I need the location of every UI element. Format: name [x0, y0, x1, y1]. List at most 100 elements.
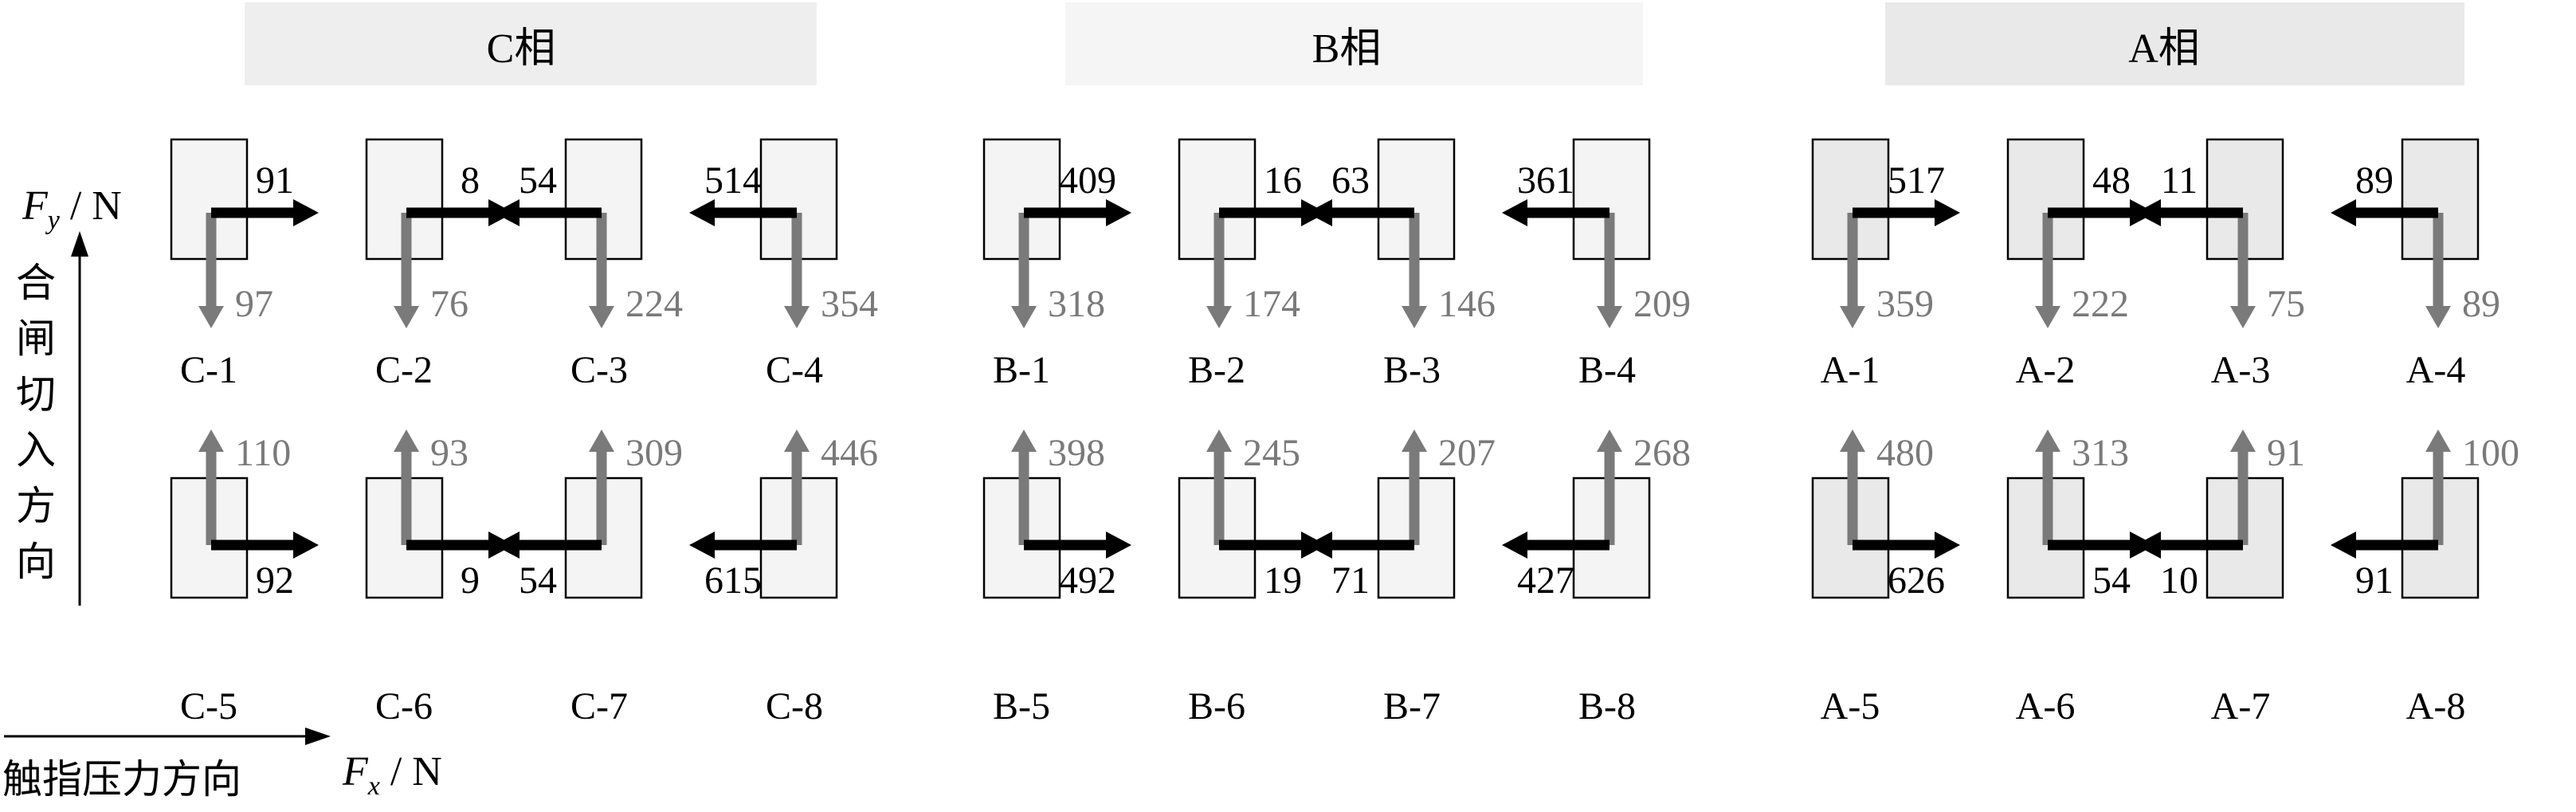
vertical-caption-char: 合: [16, 261, 56, 305]
horizontal-caption: 触指压力方向: [2, 757, 241, 802]
phase-band-b: [1065, 2, 1643, 85]
phase-band-a: [1885, 2, 2464, 85]
fy-arrow-head: [2035, 306, 2060, 328]
fy-value-label: 91: [2267, 432, 2305, 474]
fx-arrow-head: [494, 532, 520, 559]
fx-value-label: 54: [2092, 559, 2131, 602]
fy-value-label: 480: [1876, 432, 1934, 474]
fy-arrow-head: [198, 430, 224, 452]
contact-id-label: C-4: [766, 349, 823, 391]
fy-arrow-head: [2425, 430, 2451, 452]
fx-arrow-head: [2331, 199, 2356, 226]
contact-id-label: C-1: [180, 349, 237, 391]
contacts-layer: 9197C-1876C-254224C-3514354C-4409318B-11…: [170, 138, 2519, 728]
fx-value-label: 9: [461, 559, 480, 602]
fx-arrow-head: [689, 532, 715, 559]
contact-id-label: B-4: [1578, 349, 1636, 391]
fx-arrow-head: [2331, 532, 2356, 559]
fx-arrow-head: [1502, 532, 1527, 559]
fy-value-label: 268: [1633, 432, 1691, 474]
fy-arrow-head: [394, 306, 419, 328]
fy-arrow-head: [2230, 430, 2256, 452]
fx-arrow-head: [293, 532, 319, 559]
contact-id-label: C-7: [570, 685, 628, 728]
fy-value-label: 209: [1633, 283, 1691, 325]
fx-arrow-head: [689, 199, 715, 226]
vertical-caption-char: 切: [16, 372, 56, 417]
fx-value-label: 71: [1331, 559, 1370, 602]
fx-value-label: 48: [2092, 159, 2131, 202]
contact-id-label: B-7: [1383, 685, 1441, 728]
fx-arrow-head: [1307, 199, 1332, 226]
phase-headers: C相 B相 A相: [245, 2, 2464, 85]
contact-id-label: A-5: [1821, 685, 1880, 728]
contact-id-label: B-3: [1383, 349, 1441, 391]
fy-value-label: 354: [821, 283, 878, 325]
fx-value-label: 91: [2355, 559, 2394, 602]
vertical-caption: 合 闸 切 入 方 向: [16, 261, 56, 584]
fx-value-label: 54: [519, 159, 557, 202]
fy-value-label: 207: [1438, 432, 1496, 474]
fx-arrow-head: [494, 199, 520, 226]
fx-axis-arrowhead: [305, 728, 331, 745]
fx-value-label: 361: [1517, 159, 1574, 202]
fx-value-label: 54: [519, 559, 557, 602]
fy-value-label: 359: [1876, 283, 1934, 325]
fx-value-label: 427: [1517, 559, 1574, 602]
fy-value-label: 76: [430, 283, 469, 325]
fx-value-label: 514: [704, 159, 762, 202]
fy-arrow-head: [2425, 306, 2451, 328]
fy-arrow-head: [1206, 306, 1232, 328]
fy-value-label: 245: [1243, 432, 1300, 474]
fy-arrow-head: [2035, 430, 2060, 452]
contact-id-label: B-8: [1578, 685, 1636, 728]
fx-value-label: 63: [1331, 159, 1370, 202]
fx-arrow-head: [2135, 199, 2161, 226]
contact-id-label: A-8: [2406, 685, 2466, 728]
fy-value-label: 110: [235, 432, 291, 474]
contact-id-label: A-1: [1821, 349, 1880, 391]
fx-axis-label: Fx / N: [342, 749, 442, 801]
fx-value-label: 10: [2160, 559, 2198, 602]
contact-id-label: B-1: [993, 349, 1050, 391]
contact-id-label: B-6: [1188, 685, 1245, 728]
phase-title-b: B相: [1312, 26, 1382, 72]
fy-arrow-head: [784, 306, 810, 328]
fx-arrow-head: [1935, 199, 1960, 226]
fy-value-label: 398: [1048, 432, 1105, 474]
fy-arrow-head: [1011, 430, 1037, 452]
contact-id-label: A-3: [2211, 349, 2271, 391]
fy-value-label: 309: [625, 432, 683, 474]
fx-value-label: 19: [1264, 559, 1302, 602]
fy-value-label: 97: [235, 283, 273, 325]
contact-id-label: C-5: [180, 685, 237, 728]
vertical-caption-char: 方: [16, 484, 56, 528]
axis-indicators: Fy / N 合 闸 切 入 方 向 触指压力方向 Fx / N: [2, 183, 442, 802]
phase-title-a: A相: [2128, 26, 2200, 72]
fx-value-label: 517: [1888, 159, 1945, 202]
vertical-caption-char: 闸: [16, 316, 56, 361]
contact-id-label: C-3: [570, 349, 628, 391]
vertical-caption-char: 入: [16, 428, 56, 473]
fy-arrow-head: [784, 430, 810, 452]
fy-value-label: 446: [821, 432, 878, 474]
fy-arrow-head: [1206, 430, 1232, 452]
phase-title-c: C相: [487, 26, 556, 72]
fy-value-label: 89: [2462, 283, 2500, 325]
fy-value-label: 224: [625, 283, 683, 325]
contact-id-label: B-5: [993, 685, 1050, 728]
fy-arrow-head: [1011, 306, 1037, 328]
fy-value-label: 93: [430, 432, 469, 474]
